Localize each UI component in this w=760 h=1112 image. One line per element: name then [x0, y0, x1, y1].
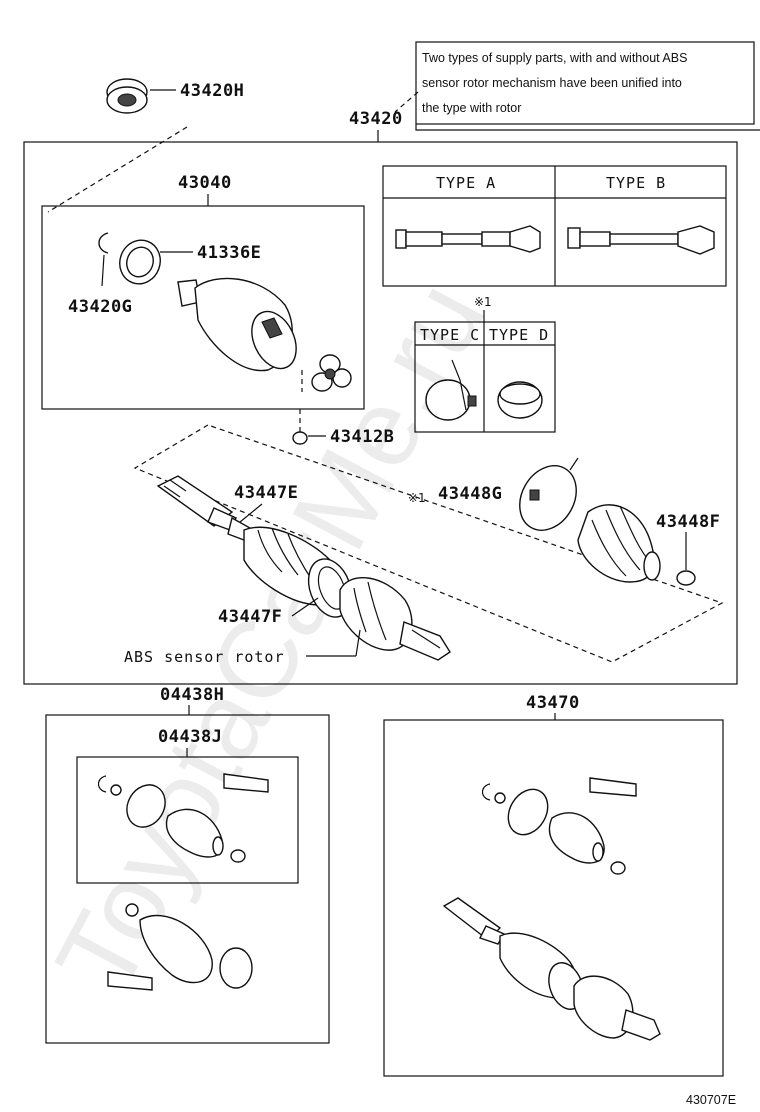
mark-43448G: ※1	[408, 491, 426, 505]
label-04438J: 04438J	[158, 727, 222, 747]
shaft-type-a-icon	[395, 225, 541, 253]
label-43420G: 43420G	[68, 297, 132, 317]
shaft-type-b-icon	[567, 225, 715, 255]
tripod-joint	[299, 354, 352, 432]
note-box: Two types of supply parts, with and with…	[394, 41, 760, 131]
kit-43470-parts	[442, 777, 661, 1041]
label-43420: 43420	[349, 109, 403, 129]
note-line-3: the type with rotor	[422, 101, 521, 115]
label-43412B: 43412B	[330, 427, 394, 447]
label-04438H: 04438H	[160, 685, 224, 705]
label-43448F: 43448F	[656, 512, 720, 532]
bearing-43420H: 43420H	[47, 78, 244, 213]
figure-id: 430707E	[686, 1093, 736, 1107]
type-c-label: TYPE C	[420, 326, 480, 344]
seal-41336E: 41336E	[119, 239, 261, 285]
label-43470: 43470	[526, 693, 580, 713]
type-cd-table: TYPE C TYPE D	[414, 321, 556, 433]
kit-04438J-parts	[97, 773, 269, 863]
clip-43412B: 43412B	[292, 427, 394, 447]
inner-joint-housing	[177, 277, 297, 372]
label-43040: 43040	[178, 173, 232, 193]
note-line-1: Two types of supply parts, with and with…	[422, 51, 687, 65]
clip-43448F: 43448F	[656, 512, 720, 586]
type-b-label: TYPE B	[606, 174, 666, 192]
inner-joint-box-43040	[41, 205, 365, 410]
note-line-2: sensor rotor mechanism have been unified…	[422, 76, 682, 90]
label-abs-sensor-rotor: ABS sensor rotor	[124, 648, 285, 666]
kit-box-04438H	[45, 714, 330, 1044]
kit-box-04438J	[76, 756, 299, 884]
type-cd-mark: ※1	[474, 295, 492, 309]
clamp-type-d-icon	[497, 381, 543, 419]
type-ab-table: TYPE A TYPE B	[382, 165, 727, 287]
kit-04438H-parts	[107, 903, 253, 991]
type-d-label: TYPE D	[489, 326, 549, 344]
clamp-type-c-icon	[425, 359, 477, 421]
label-43447E: 43447E	[234, 483, 298, 503]
label-43448G: 43448G	[438, 484, 502, 504]
label-41336E: 41336E	[197, 243, 261, 263]
kit-box-43470	[383, 719, 724, 1077]
type-a-label: TYPE A	[436, 174, 496, 192]
assembly-box-43420	[23, 141, 738, 685]
axle-shaft-assembly	[156, 475, 451, 661]
label-43420H: 43420H	[180, 81, 244, 101]
label-43447F: 43447F	[218, 607, 282, 627]
boot-band-43448G	[519, 457, 579, 531]
boot-kit-region	[133, 424, 724, 663]
boot-43448	[577, 504, 661, 583]
